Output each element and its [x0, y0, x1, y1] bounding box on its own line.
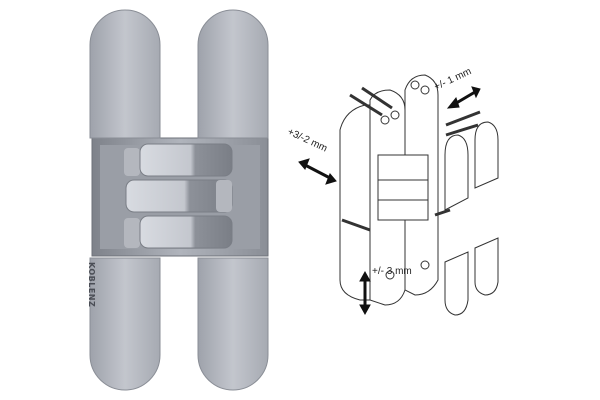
height-adjustment-label: +/- 3 mm [372, 266, 412, 277]
hinge-photo [89, 9, 269, 391]
brand-mark: KOBLENZ [87, 262, 96, 308]
adjustment-diagram [298, 74, 499, 316]
